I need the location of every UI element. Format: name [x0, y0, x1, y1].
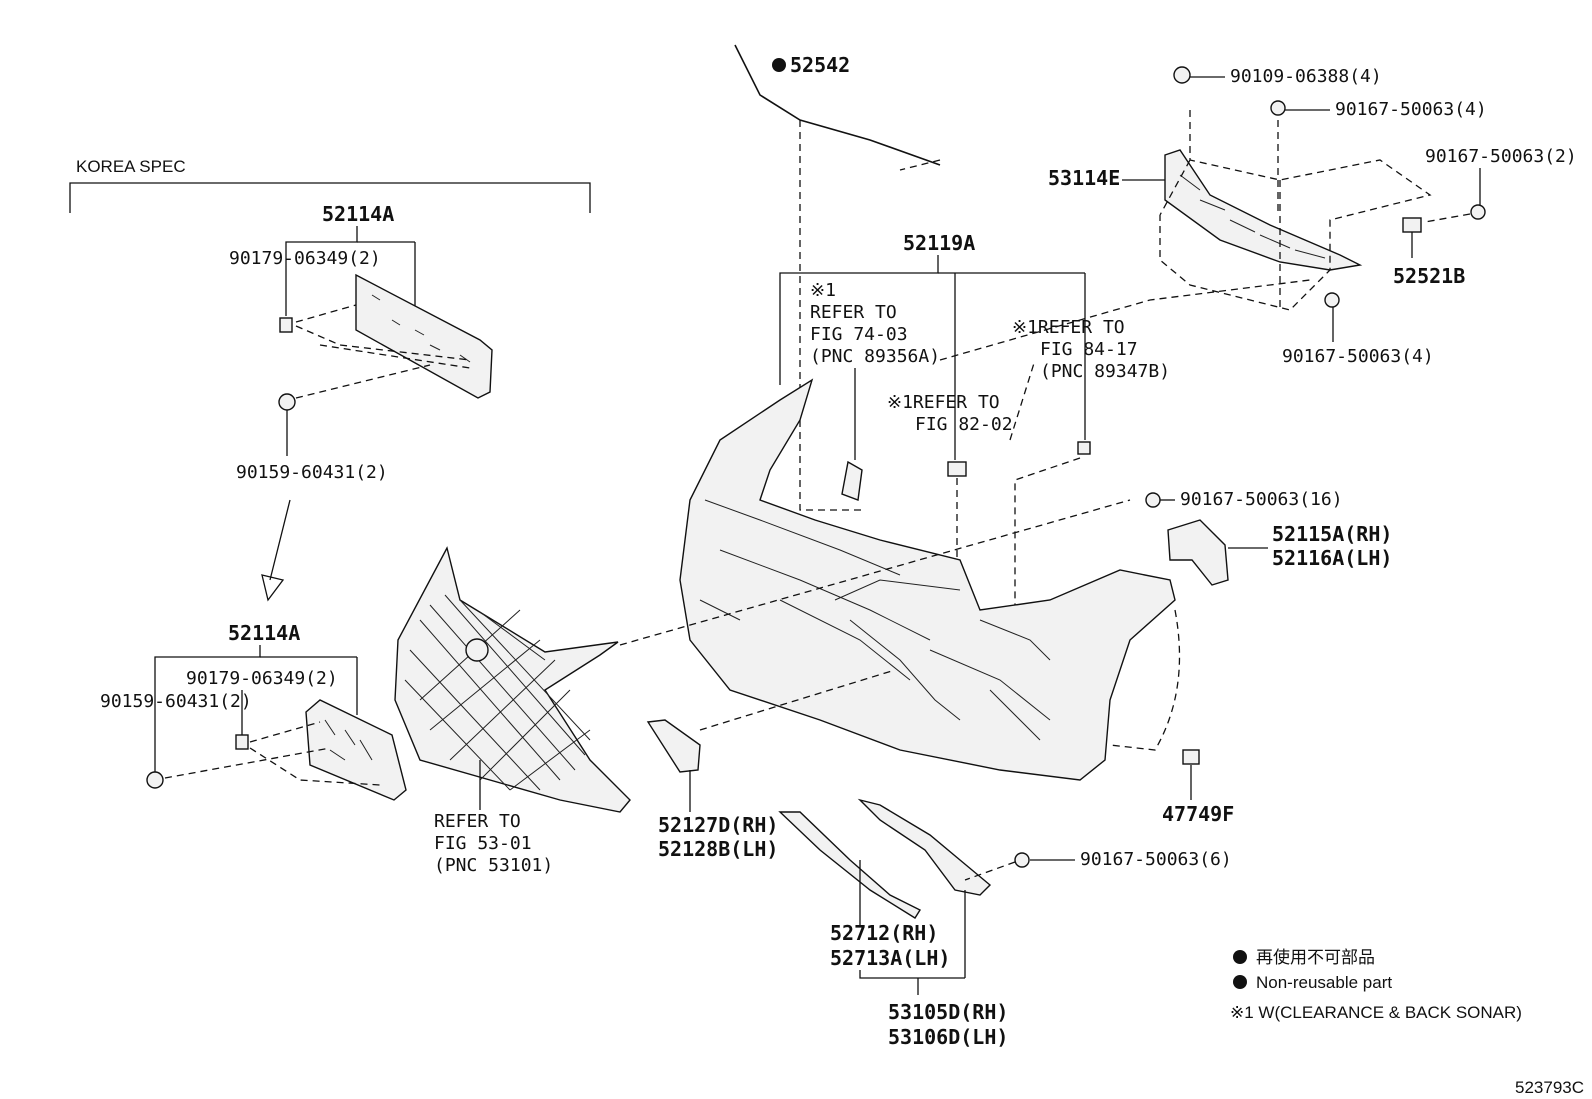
label-90179-06349-top: 90179-06349(2)	[229, 248, 381, 269]
label-52115A: 52115A(RH)	[1272, 522, 1392, 546]
bolt-top	[278, 393, 296, 411]
reinforcement-53114E	[1164, 149, 1363, 271]
label-90179-06349-bot: 90179-06349(2)	[186, 668, 338, 689]
label-90167-50063-6: 90167-50063(6)	[1080, 849, 1232, 870]
bumper-detail	[699, 499, 1051, 741]
dash-reinforcement-box	[1159, 110, 1432, 311]
molding-53105D	[857, 798, 992, 896]
sonar-clip-mid	[947, 461, 967, 477]
label-90159-60431-bot: 90159-60431(2)	[100, 691, 252, 712]
dash-bracket-bot	[249, 721, 381, 786]
clip-52521B	[1402, 217, 1422, 233]
label-90159-60431-top: 90159-60431(2)	[236, 462, 388, 483]
leader-52114A-bot	[154, 645, 261, 772]
legend-dot-1	[1233, 950, 1247, 964]
dash-52542	[799, 120, 865, 511]
label-90167-50063-4b: 90167-50063(4)	[1282, 346, 1434, 367]
ref2-line3: (PNC 89347B)	[1040, 361, 1170, 382]
legend-item2: Non-reusable part	[1256, 973, 1392, 992]
leader-52119A	[779, 255, 939, 385]
sonar-cap	[841, 460, 863, 501]
legend-note: ※1 W(CLEARANCE & BACK SONAR)	[1230, 1003, 1522, 1022]
label-52521B: 52521B	[1393, 264, 1465, 288]
clip-47749F	[1182, 749, 1200, 765]
label-53114E: 53114E	[1048, 166, 1120, 190]
ref2-line1: ※1REFER TO	[1012, 317, 1125, 338]
molding-52712	[778, 811, 922, 919]
grille-emblem	[465, 638, 489, 662]
bracket-bot-detail	[324, 719, 373, 761]
grille-mesh	[404, 594, 591, 791]
label-52128B: 52128B(LH)	[658, 837, 778, 861]
label-90167-50063-2: 90167-50063(2)	[1425, 146, 1577, 167]
sonar-clip-right	[1077, 441, 1091, 455]
clip-part-bot	[235, 734, 249, 750]
dash-bumper-top	[899, 159, 1311, 441]
bolt-90167-4a	[1270, 100, 1286, 116]
dash-bracket-top	[295, 304, 471, 369]
grille-ref-line2: FIG 53-01	[434, 833, 532, 854]
dash-bolt-bot	[164, 747, 331, 779]
dash-bolt-top	[295, 364, 431, 399]
grille	[394, 546, 631, 813]
label-52713A: 52713A(LH)	[830, 946, 950, 970]
dash-90167-2	[1424, 213, 1471, 223]
label-52116A: 52116A(LH)	[1272, 546, 1392, 570]
dash-90167-16	[619, 499, 1131, 646]
dash-90167-6	[964, 861, 1016, 881]
bolt-bot	[146, 771, 164, 789]
label-90167-50063-16: 90167-50063(16)	[1180, 489, 1343, 510]
tow-hook-cover	[646, 719, 701, 773]
ref1-line1: ※1	[810, 280, 836, 301]
ref1-line3: FIG 74-03	[810, 324, 908, 345]
label-53106D: 53106D(LH)	[888, 1025, 1008, 1049]
label-90167-50063-4a: 90167-50063(4)	[1335, 99, 1487, 120]
ref1-line4: (PNC 89356A)	[810, 346, 940, 367]
license-bracket-top	[355, 273, 493, 399]
korea-spec-label: KOREA SPEC	[76, 157, 186, 176]
bolt-90167-2	[1470, 204, 1486, 220]
bumper-cover	[679, 378, 1176, 781]
clip-part-top	[279, 317, 293, 333]
label-52712: 52712(RH)	[830, 921, 938, 945]
bracket-53105D	[859, 970, 965, 979]
label-52542: 52542	[790, 53, 850, 77]
label-47749F: 47749F	[1162, 802, 1234, 826]
label-52119A: 52119A	[903, 231, 975, 255]
label-53105D: 53105D(RH)	[888, 1000, 1008, 1024]
ref2-line2: FIG 84-17	[1040, 339, 1138, 360]
label-52114A-top: 52114A	[322, 202, 394, 226]
arrow-down	[261, 499, 291, 602]
legend-item1: 再使用不可部品	[1256, 947, 1375, 967]
reinforcement-detail	[1179, 174, 1326, 259]
bolt-90167-16	[1145, 492, 1161, 508]
bolt-90167-6	[1014, 852, 1030, 868]
figure-id: 523793C	[1515, 1078, 1584, 1097]
ref1-line2: REFER TO	[810, 302, 897, 323]
label-90109-06388: 90109-06388(4)	[1230, 66, 1382, 87]
ref3-line1: ※1REFER TO	[887, 392, 1000, 413]
license-bracket-bot	[305, 699, 407, 801]
dash-52127D	[699, 669, 896, 731]
non-reusable-dot-52542	[772, 58, 786, 72]
side-bracket	[1167, 519, 1229, 586]
label-52114A-bot: 52114A	[228, 621, 300, 645]
bolt-90167-4b	[1324, 292, 1340, 308]
legend-dot-2	[1233, 975, 1247, 989]
bolt-90109	[1173, 66, 1191, 84]
grille-ref-line1: REFER TO	[434, 811, 521, 832]
bracket-top-detail	[371, 294, 471, 363]
korea-spec-bracket	[69, 182, 591, 213]
label-52127D: 52127D(RH)	[658, 813, 778, 837]
leader-52114A-top	[285, 226, 358, 316]
dash-fender	[1109, 609, 1181, 751]
ref3-line2: FIG 82-02	[915, 414, 1013, 435]
grille-ref-line3: (PNC 53101)	[434, 855, 553, 876]
